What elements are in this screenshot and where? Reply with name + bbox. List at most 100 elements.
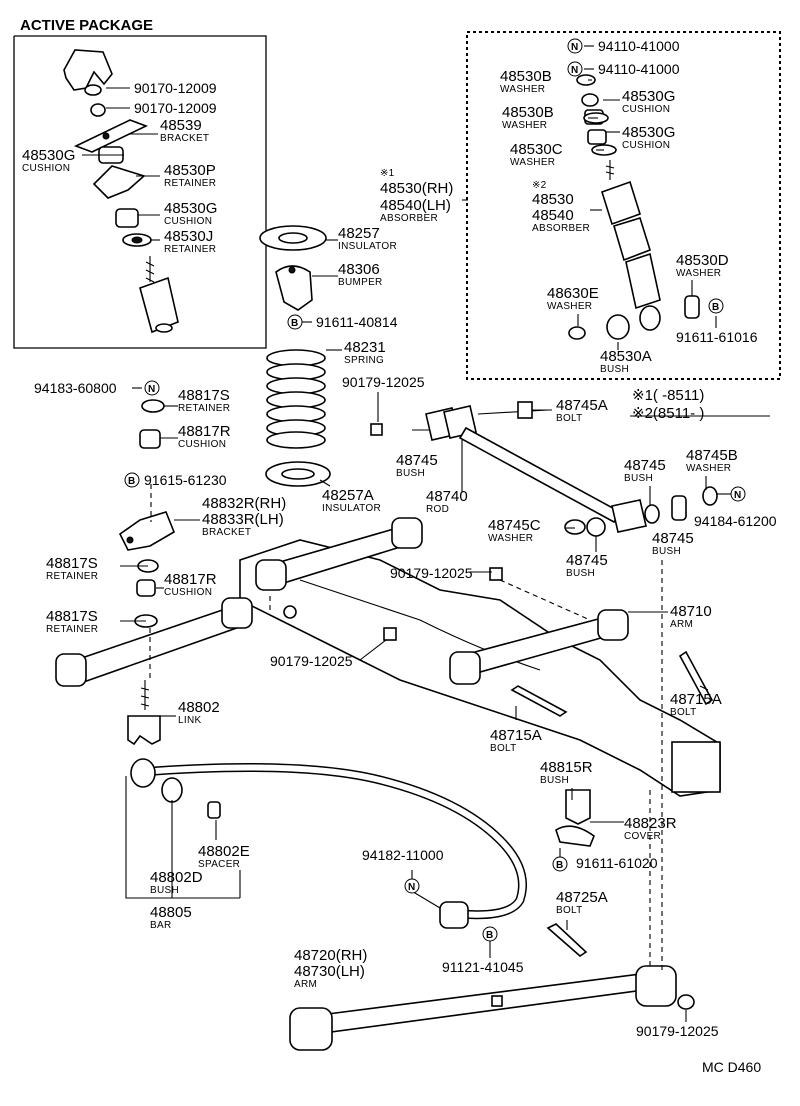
bolt-symbol: B — [708, 298, 724, 314]
absorber-detail-frame — [466, 31, 781, 380]
lower-link-left — [55, 597, 253, 687]
part-number: 48540(LH) — [380, 197, 451, 214]
part-number: 48540 — [532, 207, 574, 224]
part-number: 94184-61200 — [694, 513, 777, 529]
part-number: 90170-12009 — [134, 80, 217, 96]
part-number: 48740 — [426, 488, 468, 505]
part-name: ABSORBER — [380, 213, 438, 224]
svg-text:N: N — [734, 490, 741, 501]
part-number: 94182-11000 — [362, 847, 444, 863]
part-number: 48530B — [500, 68, 552, 85]
figure-code: MC D460 — [702, 1059, 761, 1075]
part-number: 48730(LH) — [294, 963, 365, 980]
part-name: RETAINER — [164, 244, 216, 255]
part-number: 48715A — [670, 691, 722, 708]
lower-arm-bottom — [289, 965, 695, 1051]
part-number: 48530B — [502, 104, 554, 121]
part-number: 48802 — [178, 699, 220, 716]
part-number: 90179-12025 — [342, 374, 425, 390]
part-name: WASHER — [676, 268, 721, 279]
part-name: BUSH — [652, 546, 681, 557]
part-name: INSULATOR — [322, 503, 381, 514]
part-name: RETAINER — [178, 403, 230, 414]
part-number: 48530G — [22, 147, 75, 164]
part-number: 91615-61230 — [144, 472, 227, 488]
part-name: BRACKET — [160, 133, 209, 144]
part-number: 48530G — [164, 200, 217, 217]
part-name: BUSH — [540, 775, 569, 786]
part-name: WASHER — [500, 84, 545, 95]
svg-text:B: B — [291, 318, 298, 329]
part-name: WASHER — [502, 120, 547, 131]
part-name: RETAINER — [164, 178, 216, 189]
lateral-rod-parts — [425, 401, 718, 537]
upper-arm-right — [383, 567, 629, 685]
part-name: BUSH — [624, 473, 653, 484]
part-number: 48257 — [338, 225, 380, 242]
part-name: CUSHION — [164, 587, 212, 598]
part-number: 48833R(LH) — [202, 511, 284, 528]
leader-lines — [82, 45, 770, 1022]
part-name: BOLT — [670, 707, 697, 718]
part-name: BUSH — [600, 364, 629, 375]
part-name: SPRING — [344, 355, 384, 366]
part-number: 48745 — [566, 552, 608, 569]
part-number: 48530G — [622, 124, 675, 141]
part-number: 48720(RH) — [294, 947, 367, 964]
part-name: CUSHION — [622, 104, 670, 115]
svg-text:B: B — [486, 930, 493, 941]
part-number: 48745A — [556, 397, 608, 414]
part-name: WASHER — [510, 157, 555, 168]
part-number: 48530(RH) — [380, 180, 453, 197]
part-number: 48715A — [490, 727, 542, 744]
svg-text:B: B — [556, 860, 563, 871]
n-b-symbols: N N B B N B N B N B — [124, 38, 746, 942]
part-labels: 90170-12009 90170-12009 48539 BRACKET 48… — [22, 38, 777, 1075]
part-number: 48530 — [532, 191, 574, 208]
part-name: BRACKET — [202, 527, 251, 538]
part-name: BOLT — [490, 743, 517, 754]
svg-text:B: B — [712, 302, 719, 313]
part-number: 90179-12025 — [270, 653, 353, 669]
part-name: BUMPER — [338, 277, 383, 288]
part-name: RETAINER — [46, 624, 98, 635]
part-number: 48817S — [46, 555, 98, 572]
svg-text:N: N — [571, 42, 578, 53]
part-name: WASHER — [547, 301, 592, 312]
part-name: RETAINER — [46, 571, 98, 582]
part-number: 48832R(RH) — [202, 495, 286, 512]
part-number: 48817S — [46, 608, 98, 625]
part-number: 48817S — [178, 387, 230, 404]
part-name: BUSH — [396, 468, 425, 479]
svg-text:N: N — [148, 384, 155, 395]
part-number: 91121-41045 — [442, 959, 524, 975]
part-number: 48725A — [556, 889, 608, 906]
section-title: ACTIVE PACKAGE — [20, 17, 153, 34]
part-name: BUSH — [150, 885, 179, 896]
part-name: ARM — [670, 619, 693, 630]
part-name: CUSHION — [22, 163, 70, 174]
part-number: 48815R — [540, 759, 593, 776]
part-number: 48805 — [150, 904, 192, 921]
part-number: 48817R — [164, 571, 217, 588]
part-number: 48710 — [670, 603, 712, 620]
part-name: COVER — [624, 831, 661, 842]
part-number: 48745B — [686, 447, 738, 464]
note-mark: ※2 — [532, 180, 547, 191]
coil-spring — [266, 349, 326, 449]
part-name: INSULATOR — [338, 241, 397, 252]
part-number: 48823R — [624, 815, 677, 832]
part-number: 48802D — [150, 869, 203, 886]
svg-text:B: B — [128, 476, 135, 487]
part-number: 90170-12009 — [134, 100, 217, 116]
part-number: 48539 — [160, 117, 202, 134]
part-number: 48530D — [676, 252, 729, 269]
part-number: 48745 — [396, 452, 438, 469]
nut-symbol: N — [567, 61, 583, 77]
part-number: 91611-40814 — [316, 314, 398, 330]
bolt-symbol: B — [482, 926, 498, 942]
part-name: BOLT — [556, 905, 583, 916]
nut-symbol: N — [404, 878, 420, 894]
bolt-symbol: B — [287, 314, 303, 330]
nut-symbol: N — [730, 486, 746, 502]
